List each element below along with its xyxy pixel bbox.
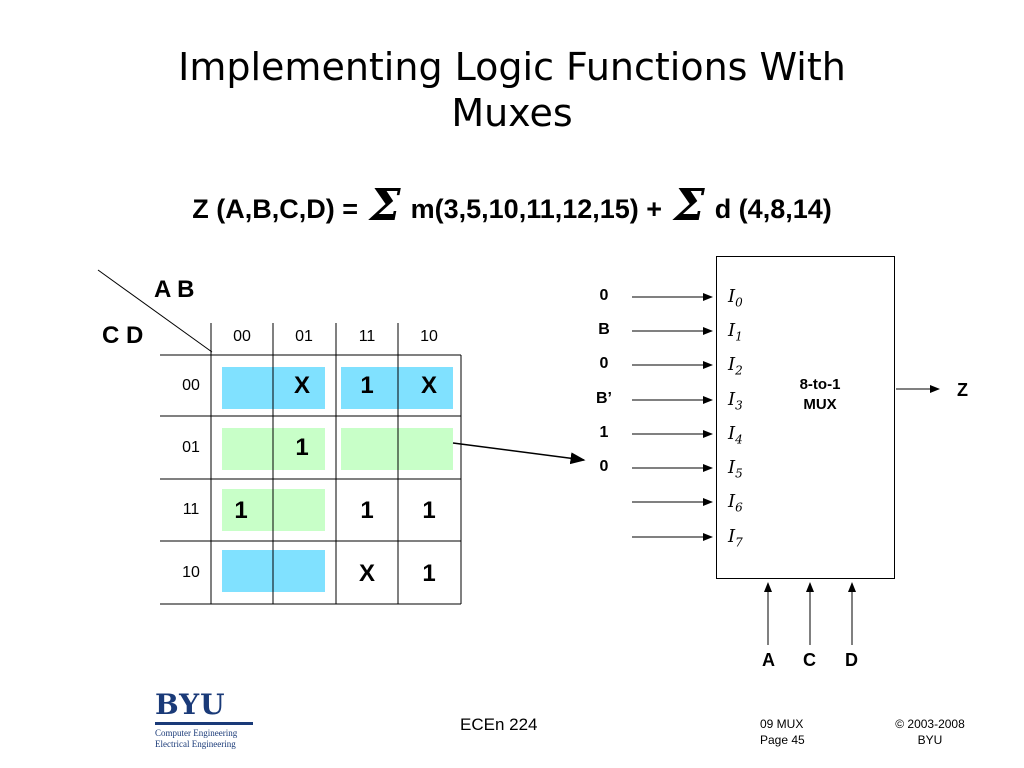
kmap-col-header: 01 [295,328,313,345]
footer-page: Page 45 [760,733,805,747]
mux-input-arrows [632,293,713,541]
kmap-col-header: 10 [420,328,438,345]
mux-output-label: Z [957,380,968,400]
select-label-c: C [803,650,816,670]
byu-logo-sub1: Computer Engineering [155,728,238,738]
kmap-col-header: 11 [358,328,376,345]
kmap-col-header: 00 [233,328,251,345]
byu-logo-divider [155,722,253,725]
footer-copyright-years: © 2003-2008 [895,717,965,731]
kmap-cell: X [420,372,437,399]
mux-pin-label: I4 [728,423,743,447]
kmap-cell: X [293,372,310,399]
kmap-row-header: 01 [182,439,200,456]
footer-course: ECEn 224 [460,715,538,734]
mux-input-value: B [598,321,610,338]
sigma-symbol: Σ [673,180,705,231]
kmap-cell: 1 [422,560,436,587]
kmap-to-mux-arrow [452,442,586,465]
mux-input-value: B’ [596,390,612,407]
kmap-cell: 1 [422,497,436,524]
mux-pin-label: I6 [728,491,743,515]
mux-block [716,256,895,579]
kmap-grid [160,323,462,605]
equation-lhs: Z (A,B,C,D) = [192,194,366,224]
kmap-cell: 1 [234,497,248,524]
slide-title-line1: Implementing Logic Functions With [178,45,846,89]
mux-input-value: 0 [599,287,609,304]
mux-pin-label: I3 [728,389,743,413]
mux-pin-label: I5 [728,457,743,481]
byu-logo-sub2: Electrical Engineering [155,739,236,749]
kmap-group-green-row01-right [341,428,453,470]
mux-pin-label: I7 [728,526,743,550]
equation-minterms: m(3,5,10,11,12,15) + [410,194,670,224]
kmap-cell: X [358,560,375,587]
byu-logo: BYU Computer Engineering Electrical Engi… [155,690,255,750]
kmap-diagonal-line [97,269,213,353]
kmap-cell: 1 [360,372,374,399]
slide-title: Implementing Logic Functions With Muxes [0,44,1024,136]
footer-copyright: © 2003-2008 BYU [880,716,980,748]
mux-pin-label: I1 [728,320,743,344]
footer-lecture-page: 09 MUX Page 45 [760,716,805,748]
mux-title-line1: 8-to-1 [799,376,841,393]
select-label-a: A [762,650,775,670]
byu-logo-wordmark: BYU [155,688,226,721]
kmap-cell: 1 [360,497,374,524]
mux-input-value: 1 [599,424,609,441]
mux-input-value: 0 [599,458,609,475]
select-label-d: D [845,650,858,670]
footer-org: BYU [917,733,943,747]
footer-lecture: 09 MUX [760,717,804,731]
kmap-row-header: 00 [182,377,200,394]
slide-title-line2: Muxes [451,91,573,135]
kmap-row-header: 10 [182,564,200,581]
mux-input-value: 0 [599,355,609,372]
kmap-group-blue-row00-right [341,367,453,409]
mux-pin-label: I2 [728,354,743,378]
mux-select-arrows [764,582,856,645]
sigma-symbol: Σ [369,180,401,231]
mux-pin-label: I0 [728,286,743,310]
equation-dontcares: d (4,8,14) [714,194,832,224]
kmap-cd-label: C D [102,322,144,349]
mux-title-line2: MUX [803,396,837,413]
kmap-row-header: 11 [182,501,200,518]
kmap-cell: 1 [295,434,309,461]
mux-title: 8-to-1 MUX [760,375,880,415]
kmap-ab-label: A B [154,276,195,303]
